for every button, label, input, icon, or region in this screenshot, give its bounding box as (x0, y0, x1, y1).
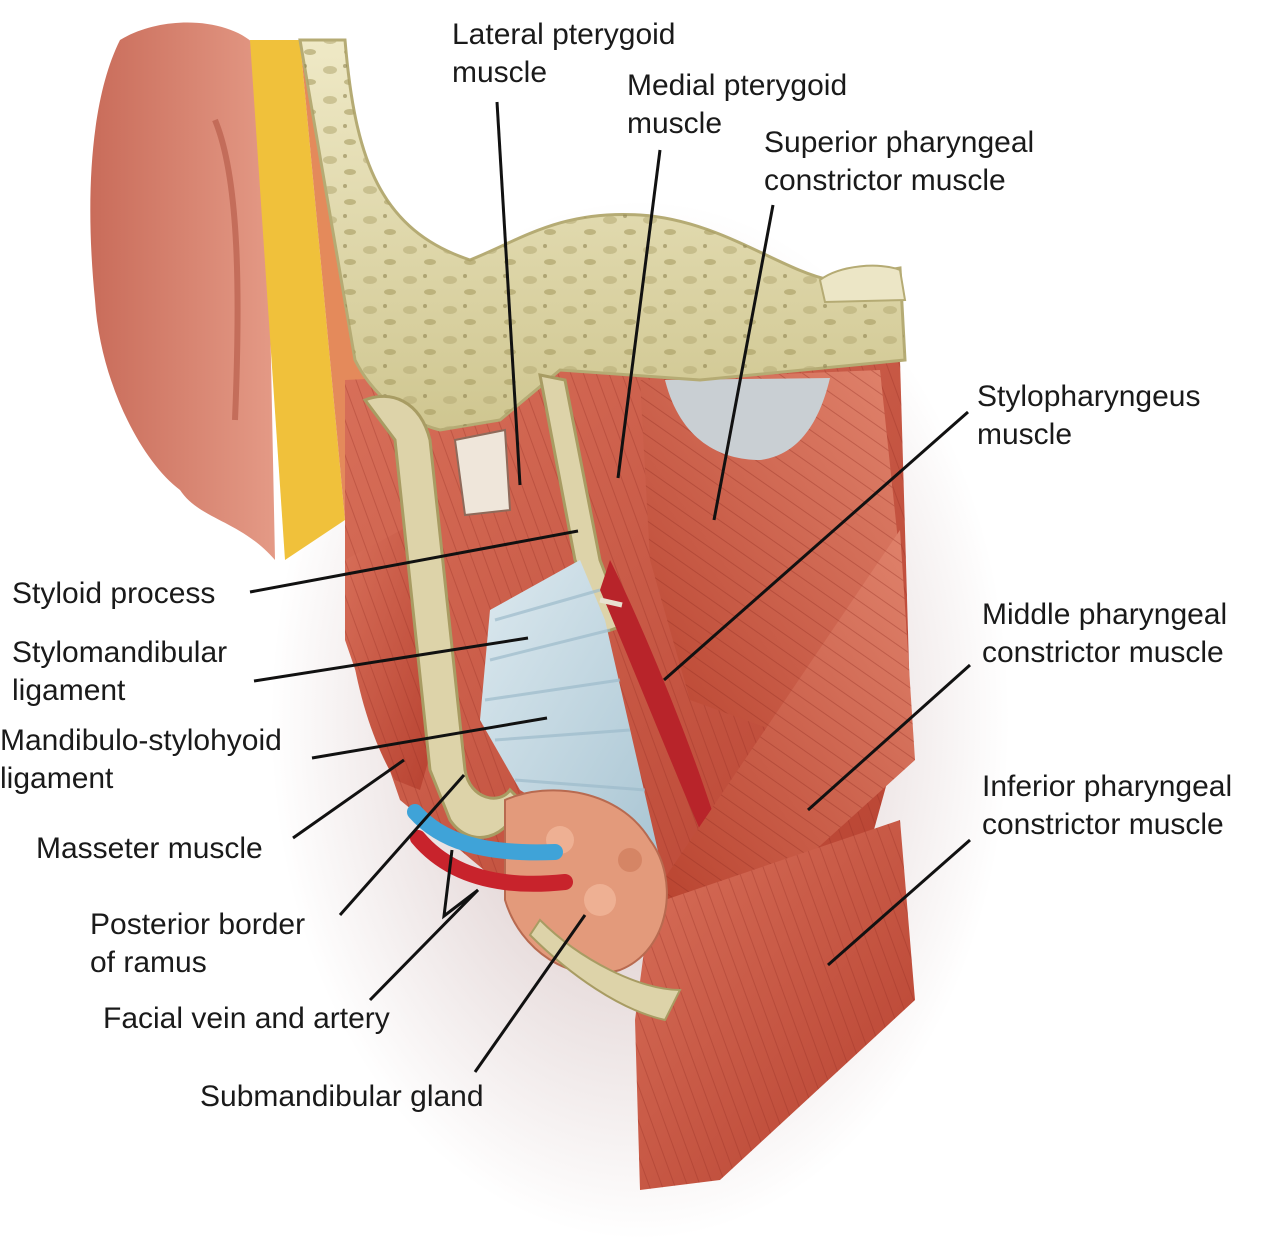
label-superior-constrictor: Superior pharyngeal constrictor muscle (764, 124, 1034, 200)
label-middle-constrictor: Middle pharyngeal constrictor muscle (982, 596, 1227, 672)
label-line: Submandibular gland (200, 1080, 484, 1113)
mandible-ramus (362, 394, 522, 839)
label-posterior-border: Posterior border of ramus (90, 906, 305, 982)
label-submandibular: Submandibular gland (200, 1078, 484, 1116)
ear-skin (90, 22, 275, 561)
leader-line-superior-constrictor (712, 204, 775, 521)
label-line: Medial pterygoid (627, 69, 848, 102)
label-line: of ramus (90, 946, 207, 979)
leader-line-styloid-process (249, 529, 579, 594)
label-inferior-constrictor: Inferior pharyngeal constrictor muscle (982, 768, 1232, 844)
leader-line-facial-vessels (368, 849, 480, 1002)
label-line: muscle (452, 56, 548, 89)
inferior-constrictor-fibers (635, 820, 915, 1190)
cranial-base-spongy (300, 40, 905, 430)
label-line: Stylopharyngeus (977, 380, 1201, 413)
stylopharyngeus-muscle (600, 560, 715, 830)
ear-fold (212, 118, 241, 421)
label-line: Posterior border (90, 908, 306, 941)
label-stylopharyngeus: Stylopharyngeus muscle (977, 378, 1200, 454)
label-facial-vessels: Facial vein and artery (103, 1000, 390, 1038)
leader-line-lateral-pterygoid (495, 101, 522, 486)
leader-line-masseter (292, 758, 405, 840)
label-stylomandibular: Stylomandibular ligament (12, 634, 227, 710)
middle-constrictor-fibers (650, 530, 915, 900)
leader-line-stylomandibular (253, 636, 529, 683)
stylomandibular-ligament-shape (480, 560, 660, 860)
gland-lobule (618, 848, 642, 872)
facial-artery (410, 830, 573, 892)
label-styloid-process: Styloid process (12, 575, 215, 613)
label-line: Inferior pharyngeal (982, 770, 1233, 803)
subcutaneous-fat (250, 40, 345, 560)
lateral-pterygoid-stub (453, 428, 512, 517)
label-line: Mandibulo-stylohyoid (0, 724, 282, 757)
leader-line-middle-constrictor (806, 663, 972, 812)
leader-lines (249, 101, 972, 1073)
label-masseter: Masseter muscle (36, 830, 263, 868)
label-line: muscle (627, 107, 723, 140)
pharyngobasilar-fascia (665, 378, 830, 460)
label-mandibulo-stylohyoid: Mandibulo-stylohyoid ligament (0, 722, 282, 798)
leader-line-inferior-constrictor (827, 838, 971, 967)
label-medial-pterygoid: Medial pterygoid muscle (627, 67, 847, 143)
label-line: Superior pharyngeal (764, 126, 1035, 159)
label-line: ligament (0, 762, 114, 795)
leader-line-stylopharyngeus (663, 410, 969, 682)
gland-lobule (584, 884, 616, 916)
label-line: Styloid process (12, 577, 216, 610)
label-line: constrictor muscle (982, 636, 1224, 669)
leader-line-mandibulo-stylohyoid (311, 716, 548, 760)
leader-line-submandibular (473, 914, 587, 1073)
label-line: constrictor muscle (764, 164, 1006, 197)
label-line: Middle pharyngeal (982, 598, 1228, 631)
stylopharyngeus-tendon (599, 597, 623, 608)
label-line: Stylomandibular (12, 636, 228, 669)
label-line: ligament (12, 674, 126, 707)
label-line: muscle (977, 418, 1073, 451)
label-line: constrictor muscle (982, 808, 1224, 841)
label-line: Lateral pterygoid (452, 18, 676, 51)
label-lateral-pterygoid: Lateral pterygoid muscle (452, 16, 675, 92)
label-line: Facial vein and artery (103, 1002, 390, 1035)
label-line: Masseter muscle (36, 832, 263, 865)
leader-line-medial-pterygoid (616, 149, 662, 479)
ligament-stripes (484, 588, 646, 792)
leader-line-posterior-border (338, 774, 466, 916)
hyoid-bone (528, 918, 682, 1022)
bone-edge-right (818, 264, 907, 304)
